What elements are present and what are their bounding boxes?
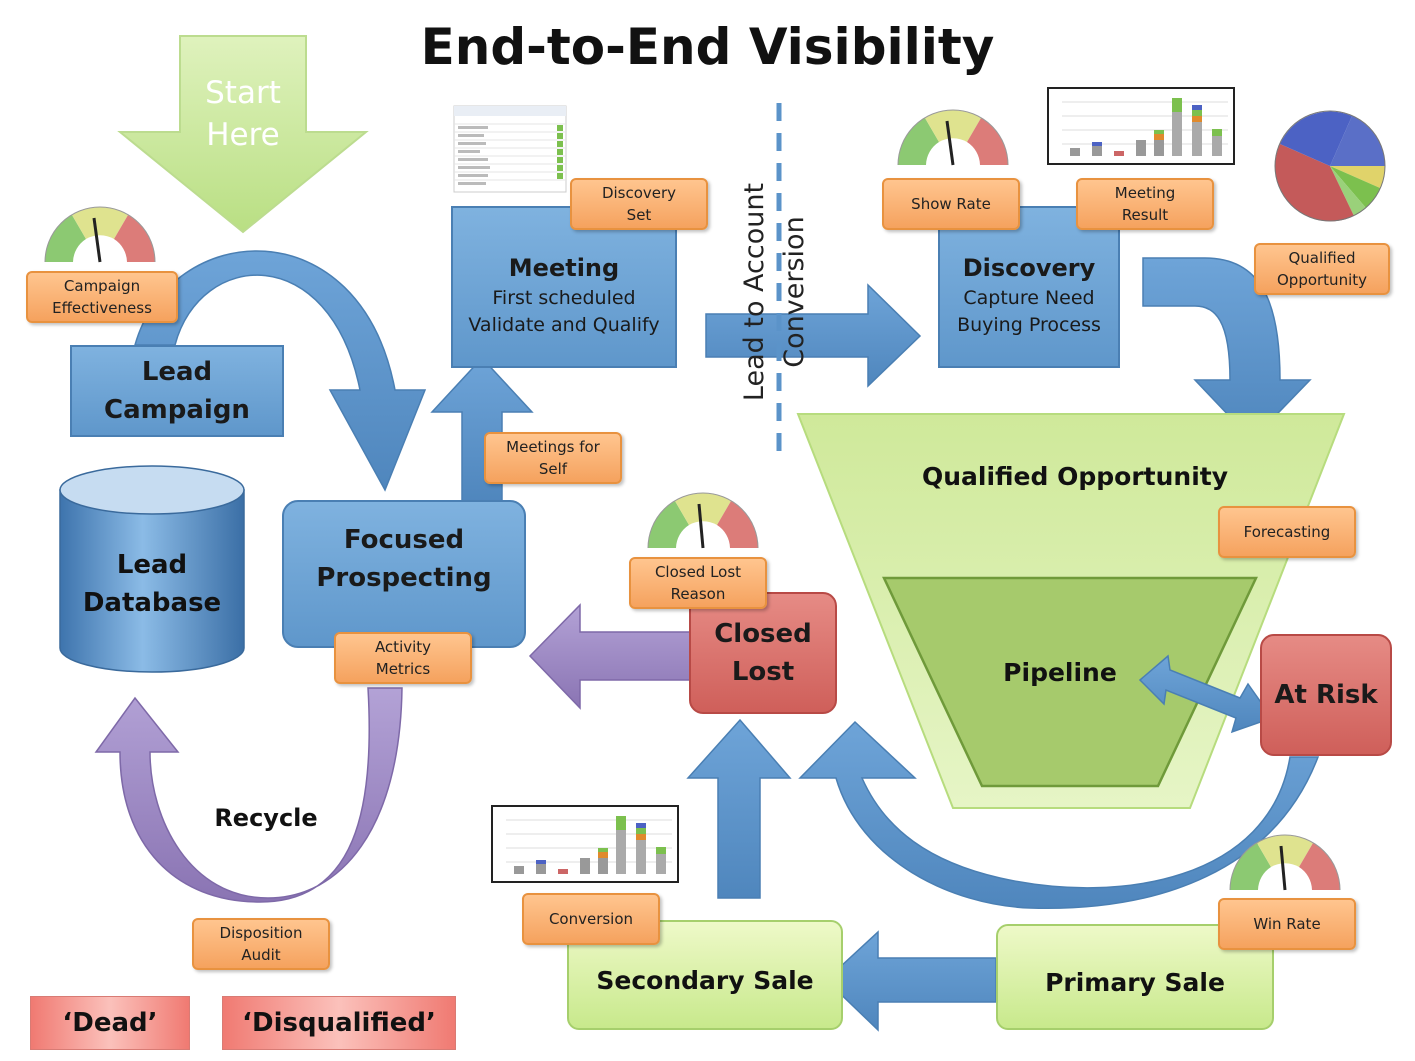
qualified-opportunity-label: Qualified Opportunity [921, 462, 1229, 491]
focused-prospecting-line-2: Prospecting [316, 563, 492, 593]
primary-to-secondary-arrow [824, 930, 997, 1032]
conversion-tag[interactable]: Conversion [522, 893, 660, 945]
meetings-for-self-tag[interactable]: Meetings for Self [484, 432, 622, 484]
campaign-effectiveness-tag[interactable]: Campaign Effectiveness [26, 271, 178, 323]
meeting-box[interactable]: Meeting First scheduled Validate and Qua… [451, 206, 677, 368]
meeting-title: Meeting [508, 254, 620, 282]
page-title: End-to-End Visibility [420, 18, 995, 76]
at-risk-label: At Risk [1274, 680, 1378, 710]
lead-database-line-2: Database [82, 588, 222, 618]
qualified-pie-thumbnail-icon [1274, 110, 1386, 222]
win-rate-tag[interactable]: Win Rate [1218, 898, 1356, 950]
lead-table-thumbnail-icon [453, 105, 567, 193]
disposition-audit-tag[interactable]: Disposition Audit [192, 918, 330, 970]
closed-lost-box[interactable]: Closed Lost [689, 592, 837, 714]
closed-lost-line-2: Lost [731, 657, 795, 687]
meeting-to-discovery-arrow [705, 283, 922, 388]
forecasting-line-1: Forecasting [1243, 523, 1331, 541]
dead-badge[interactable]: ‘Dead’ [30, 996, 190, 1050]
meetings-for-self-line-1: Meetings for [506, 438, 600, 456]
activity-metrics-line-2: Metrics [375, 660, 431, 678]
conversion-bar-thumbnail-icon [491, 805, 679, 883]
secondary-sale-label: Secondary Sale [596, 965, 814, 995]
show-rate-line-1: Show Rate [911, 195, 991, 213]
pipeline-label: Pipeline [1003, 658, 1117, 687]
discovery-to-funnel-arrow [1142, 257, 1312, 442]
qualified-opportunity-tag[interactable]: Qualified Opportunity [1254, 243, 1390, 295]
meeting-result-line-2: Result [1121, 206, 1169, 224]
campaign-gauge-icon [44, 206, 156, 263]
discovery-line-2: Buying Process [957, 314, 1101, 336]
activity-metrics-line-1: Activity [374, 638, 432, 656]
disposition-audit-line-1: Disposition [219, 924, 303, 942]
lead-campaign-box[interactable]: Lead Campaign [70, 345, 284, 437]
campaign-to-prospecting-arrow [134, 250, 427, 492]
meetings-for-self-line-2: Self [538, 460, 568, 478]
closed-lost-reason-line-2: Reason [670, 585, 726, 603]
win-rate-gauge-icon [1229, 834, 1341, 891]
start-arrow [117, 35, 369, 234]
primary-sale-label: Primary Sale [1045, 967, 1225, 997]
campaign-effectiveness-line-2: Effectiveness [52, 299, 152, 317]
lead-database-line-1: Lead [116, 550, 188, 580]
disqualified-badge[interactable]: ‘Disqualified’ [222, 996, 456, 1050]
focused-prospecting-box[interactable]: Focused Prospecting [282, 500, 526, 648]
closed-lost-line-1: Closed [714, 619, 812, 649]
start-line-1: Start [205, 75, 281, 111]
pipeline-funnel [882, 576, 1258, 788]
closed-lost-reason-tag[interactable]: Closed Lost Reason [629, 557, 767, 609]
qualified-opportunity-line-2: Opportunity [1276, 271, 1367, 289]
recycle-arrow [94, 687, 403, 903]
at-risk-box[interactable]: At Risk [1260, 634, 1392, 756]
closed-lost-to-prospecting-arrow [528, 603, 691, 710]
campaign-effectiveness-line-1: Campaign [63, 277, 141, 295]
discovery-box[interactable]: Discovery Capture Need Buying Process [938, 206, 1120, 368]
discovery-set-line-2: Set [626, 206, 652, 224]
discovery-line-1: Capture Need [963, 287, 1095, 309]
lead-campaign-line-2: Campaign [104, 395, 250, 425]
recycle-label: Recycle [214, 804, 318, 832]
meeting-line-1: First scheduled [492, 287, 636, 309]
conversion-line-1: Conversion [548, 910, 634, 928]
prospecting-to-meeting-arrow [430, 356, 534, 503]
activity-metrics-tag[interactable]: Activity Metrics [334, 632, 472, 684]
meeting-result-bar-thumbnail-icon [1047, 87, 1235, 165]
show-rate-gauge-icon [897, 109, 1009, 166]
lead-database-cylinder [59, 465, 245, 673]
show-rate-tag[interactable]: Show Rate [882, 178, 1020, 230]
secondary-to-closed-lost-arrow [686, 718, 792, 899]
meeting-result-line-1: Meeting [1114, 184, 1176, 202]
qualified-opportunity-line-1: Qualified [1288, 249, 1356, 267]
lead-campaign-line-1: Lead [141, 357, 213, 387]
discovery-set-line-1: Discovery [601, 184, 677, 202]
disposition-audit-line-2: Audit [241, 946, 281, 964]
meeting-line-2: Validate and Qualify [468, 314, 660, 336]
at-risk-to-closed-lost-arrow [798, 720, 1320, 910]
win-rate-line-1: Win Rate [1253, 915, 1321, 933]
closed-lost-gauge-icon [647, 492, 759, 549]
forecasting-tag[interactable]: Forecasting [1218, 506, 1356, 558]
discovery-set-tag[interactable]: Discovery Set [570, 178, 708, 230]
start-here-label: Start Here [180, 72, 306, 156]
closed-lost-reason-line-1: Closed Lost [654, 563, 742, 581]
start-line-2: Here [206, 117, 280, 153]
divider-label: Lead to Account Conversion [739, 182, 810, 402]
meeting-result-tag[interactable]: Meeting Result [1076, 178, 1214, 230]
focused-prospecting-line-1: Focused [343, 525, 465, 555]
lead-database-box[interactable]: Lead Database [60, 540, 244, 628]
discovery-title: Discovery [962, 254, 1096, 282]
